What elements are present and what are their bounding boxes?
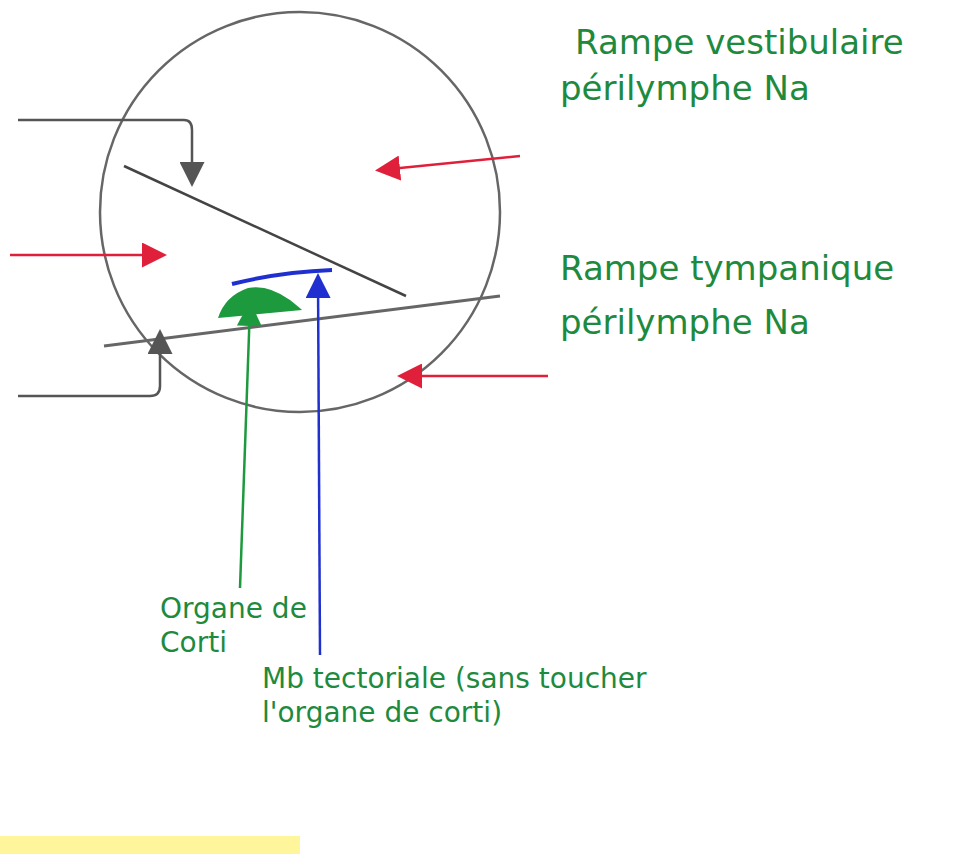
region-label: Rampe tympanique — [560, 248, 960, 289]
pointer-arrow — [18, 334, 160, 396]
leader-line — [240, 306, 250, 588]
basilar-membrane — [104, 296, 500, 346]
fluid-label: périlymphe Na — [560, 302, 960, 343]
pointer-arrow — [10, 254, 162, 257]
reissner-membrane — [124, 166, 406, 296]
fluid-label: périlymphe Na — [560, 68, 960, 109]
part-label: Organe de Corti — [160, 592, 330, 659]
highlight-band — [0, 836, 300, 854]
part-label: Mb tectoriale (sans toucher l'organe de … — [262, 662, 682, 729]
pointer-arrow — [380, 156, 520, 170]
leader-line — [318, 278, 320, 655]
pointer-arrow — [18, 120, 192, 182]
region-label: Rampe vestibulaire — [575, 22, 955, 63]
pointer-arrow — [402, 375, 548, 378]
organ-of-corti — [218, 287, 302, 318]
